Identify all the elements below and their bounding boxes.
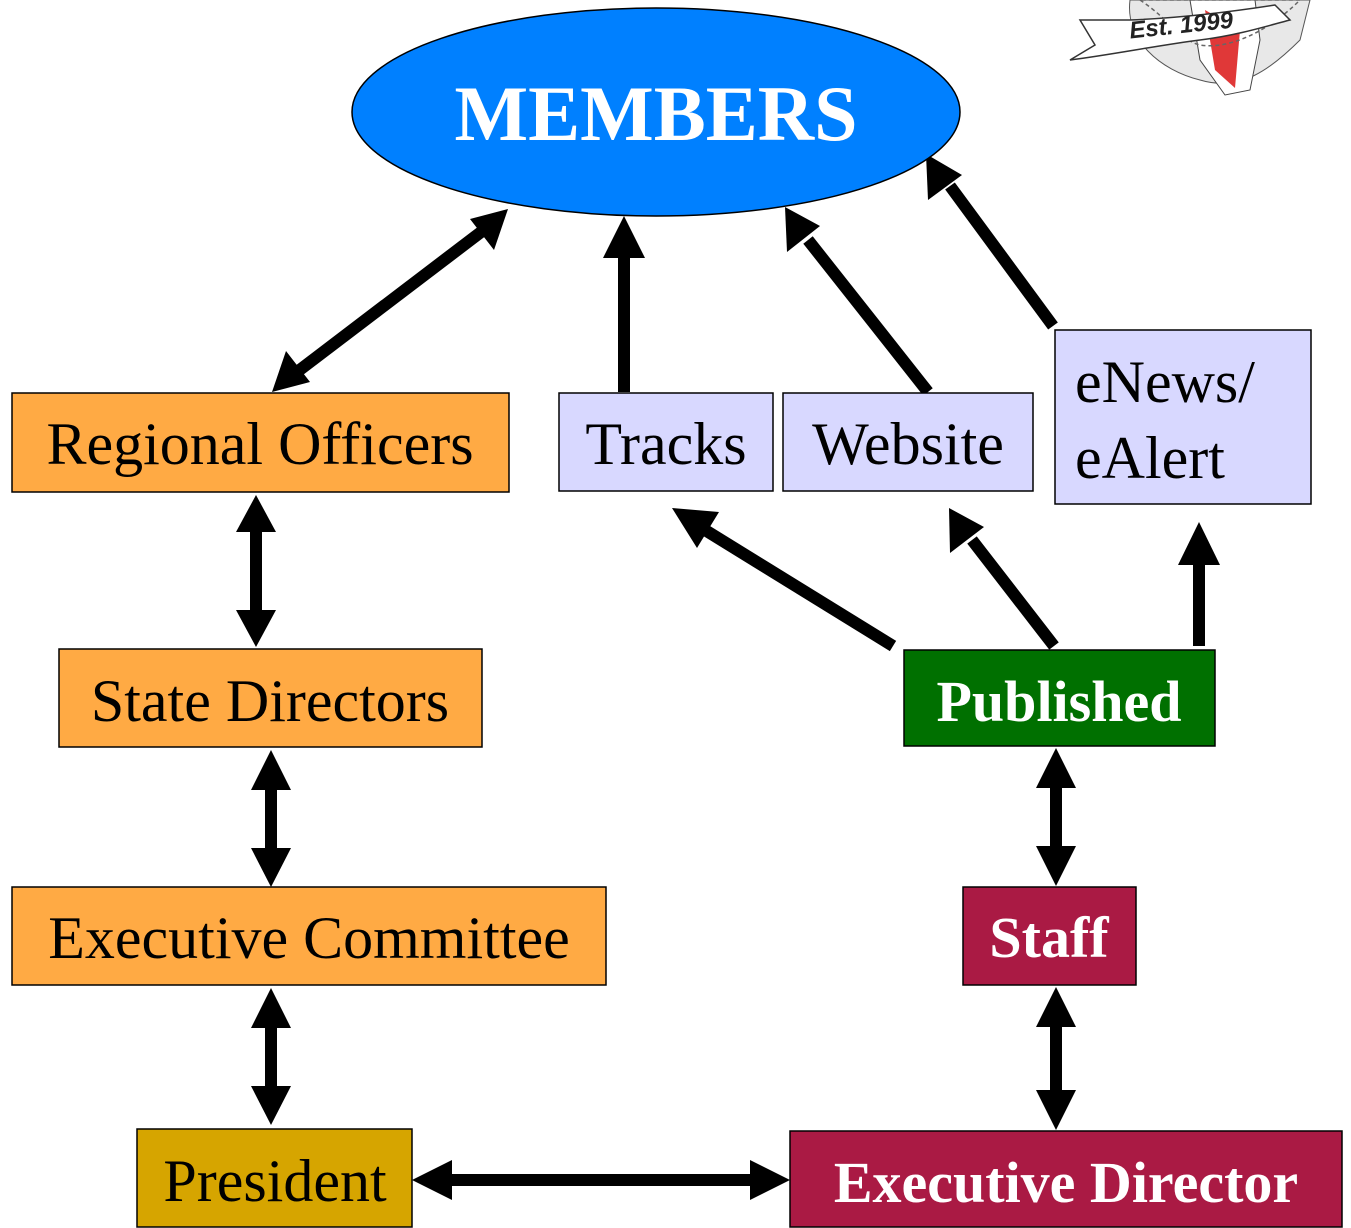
edge-enews-members [926, 154, 1058, 330]
node-tracks: Tracks [558, 392, 774, 492]
staff-label: Staff [989, 905, 1109, 970]
node-state-directors: State Directors [58, 648, 483, 748]
executive-director-label: Executive Director [834, 1150, 1298, 1215]
website-label: Website [812, 411, 1004, 477]
executive-committee-label: Executive Committee [48, 905, 570, 971]
edge-published-website [949, 508, 1059, 650]
enews-label-line1: eNews/ [1075, 349, 1255, 415]
edge-regional-officers-members [272, 209, 508, 392]
node-members: MEMBERS [351, 7, 961, 217]
edge-tracks-members [603, 216, 645, 392]
node-staff: Staff [962, 886, 1137, 986]
edge-president-executive-director [412, 1160, 790, 1200]
president-label: President [163, 1148, 387, 1214]
node-website: Website [782, 392, 1034, 492]
edge-executive-committee-president [251, 988, 291, 1125]
node-regional-officers: Regional Officers [11, 392, 510, 493]
edge-staff-published [1036, 748, 1076, 886]
edge-published-enews [1178, 522, 1220, 646]
enews-label-line2: eAlert [1075, 425, 1225, 491]
members-label: MEMBERS [454, 70, 857, 157]
edge-published-tracks [672, 508, 897, 652]
node-president: President [136, 1128, 413, 1228]
node-executive-director: Executive Director [789, 1130, 1343, 1228]
node-executive-committee: Executive Committee [11, 886, 607, 986]
state-directors-label: State Directors [91, 668, 449, 734]
node-enews: eNews/ eAlert [1054, 329, 1312, 505]
edge-website-members [785, 207, 933, 396]
node-published: Published [903, 649, 1216, 747]
published-label: Published [937, 669, 1182, 734]
edge-state-executive-committee [251, 750, 291, 887]
edge-executive-director-staff [1036, 987, 1076, 1130]
edge-regional-state [236, 495, 276, 647]
logo-seal: Est. 1999 [1069, 0, 1311, 96]
members-ellipse [351, 7, 961, 217]
tracks-label: Tracks [585, 411, 746, 477]
regional-officers-label: Regional Officers [46, 411, 473, 477]
